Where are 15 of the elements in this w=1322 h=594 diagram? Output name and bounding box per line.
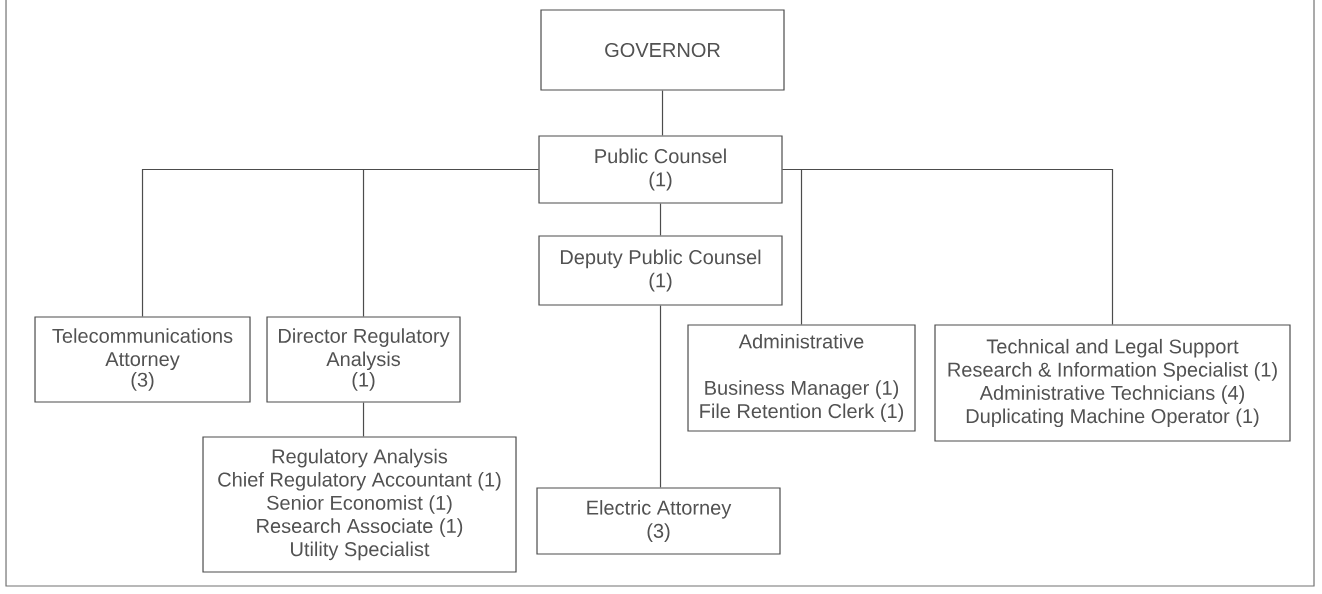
org-box: Regulatory Analysis Chief Regulatory Accountant (1) Senior Economist (1) Research Associate (1) Utility Specialist [202,436,517,573]
org-box: GOVERNOR [540,9,785,91]
connector-line [782,168,1114,325]
connector-line [362,168,539,317]
org-box: Administrative Business Manager (1) File Retention Clerk (1) [687,324,916,432]
org-box: Public Counsel (1) [538,135,783,204]
connector-line [661,90,664,136]
org-box: Electric Attorney (3) [536,487,781,555]
org-box: Technical and Legal Support Research & Information Specialist (1) Administrative Technicians (4) Duplicating Machine Operator (1) [934,324,1291,442]
org-box: Director Regulatory Analysis (1) [266,316,461,403]
connector-line [659,305,662,488]
org-box: Deputy Public Counsel (1) [538,235,783,306]
org-box: Telecommunications Attorney (3) [34,316,251,403]
connector-line [362,402,365,437]
connector-line [659,203,662,236]
